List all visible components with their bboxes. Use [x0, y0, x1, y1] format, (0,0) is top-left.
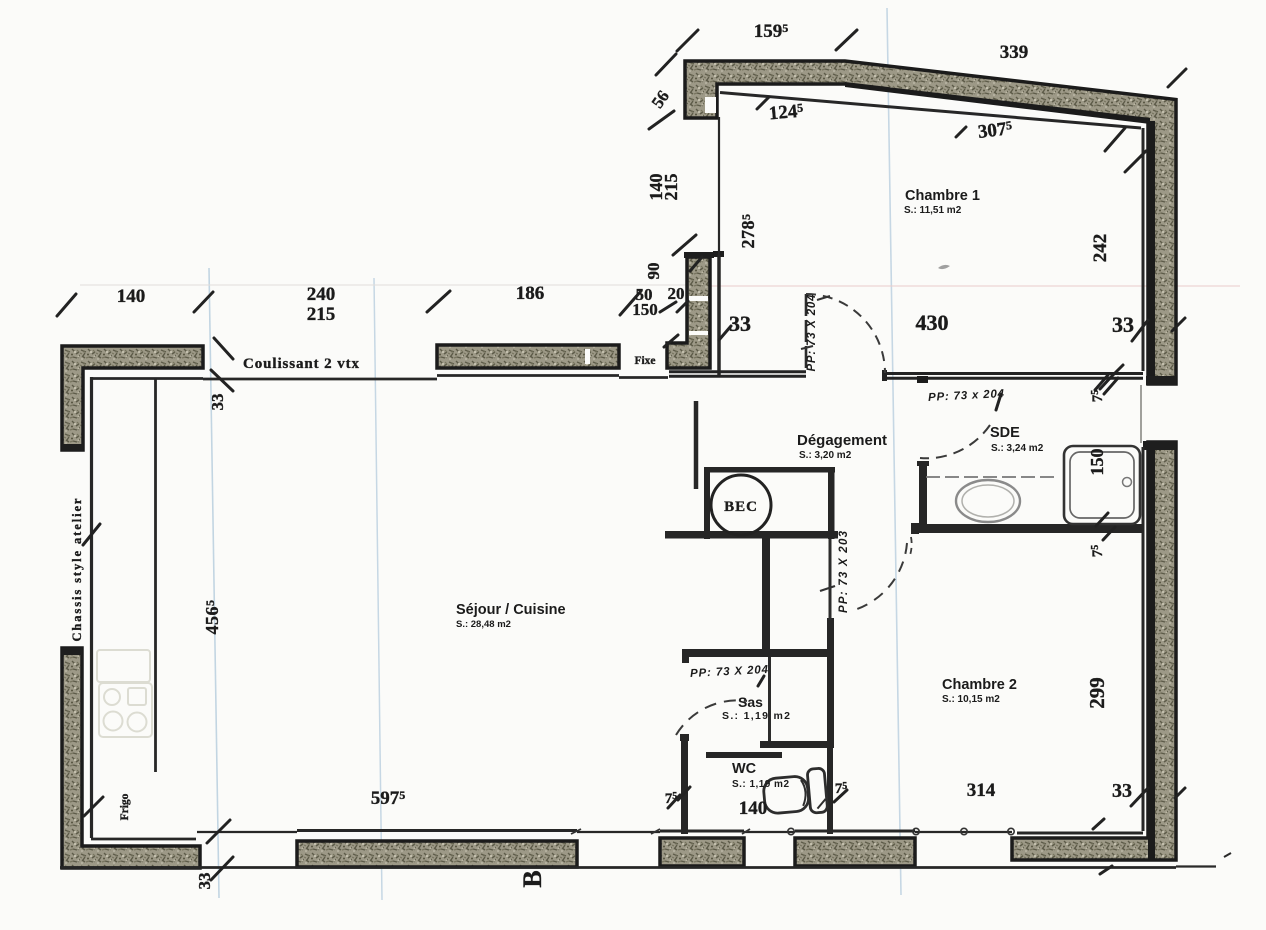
svg-text:S.: 10,15 m2: S.: 10,15 m2 [942, 694, 1000, 705]
svg-text:33: 33 [1112, 312, 1134, 337]
svg-text:S.: 1,19 m2: S.: 1,19 m2 [732, 779, 789, 790]
svg-text:BEC: BEC [724, 499, 758, 515]
svg-text:PP: 73 x 204: PP: 73 x 204 [928, 388, 1005, 404]
svg-text:PP: 73 X 203: PP: 73 X 203 [838, 530, 850, 613]
svg-text:Chambre 2: Chambre 2 [942, 677, 1017, 693]
svg-text:215: 215 [661, 174, 681, 201]
svg-text:33: 33 [729, 311, 751, 336]
svg-text:242: 242 [1090, 234, 1111, 263]
svg-text:S.: 3,20 m2: S.: 3,20 m2 [799, 450, 852, 461]
svg-text:299: 299 [1085, 677, 1109, 709]
svg-text:339: 339 [1000, 42, 1029, 63]
svg-text:1245: 1245 [768, 101, 804, 125]
svg-text:140: 140 [739, 798, 768, 819]
svg-text:Séjour / Cuisine: Séjour / Cuisine [456, 602, 566, 618]
svg-text:WC: WC [732, 761, 757, 777]
svg-text:186: 186 [516, 283, 545, 304]
svg-text:PP: 73 X 204: PP: 73 X 204 [806, 294, 818, 372]
svg-text:Dégagement: Dégagement [797, 432, 887, 449]
svg-text:PP: 73 X 204: PP: 73 X 204 [690, 664, 769, 680]
svg-text:140: 140 [117, 286, 146, 307]
svg-text:Frigo: Frigo [119, 793, 131, 820]
svg-text:S.: 3,24 m2: S.: 3,24 m2 [991, 443, 1044, 454]
svg-text:B: B [518, 870, 547, 887]
svg-text:215: 215 [307, 304, 336, 325]
svg-text:33: 33 [195, 873, 214, 890]
svg-text:Chassis style atelier: Chassis style atelier [70, 498, 84, 641]
svg-text:Chambre 1: Chambre 1 [905, 188, 980, 204]
svg-text:50: 50 [636, 285, 653, 304]
svg-text:140: 140 [646, 174, 666, 201]
svg-text:S.: 28,48 m2: S.: 28,48 m2 [456, 619, 511, 630]
svg-text:2785: 2785 [738, 214, 758, 249]
svg-text:S.: 1,19 m2: S.: 1,19 m2 [722, 710, 790, 722]
svg-text:1595: 1595 [754, 21, 789, 42]
svg-text:150: 150 [1087, 449, 1107, 476]
svg-text:Sas: Sas [738, 694, 763, 710]
svg-text:33: 33 [1112, 780, 1132, 802]
svg-text:Fixe: Fixe [634, 355, 655, 367]
svg-text:20: 20 [668, 284, 685, 303]
svg-text:240: 240 [307, 284, 336, 305]
svg-text:SDE: SDE [990, 425, 1020, 441]
svg-text:Coulissant 2 vtx: Coulissant 2 vtx [243, 356, 360, 372]
svg-text:S.: 11,51 m2: S.: 11,51 m2 [904, 205, 962, 216]
svg-text:314: 314 [967, 780, 996, 801]
svg-text:5975: 5975 [371, 788, 406, 809]
svg-text:4565: 4565 [202, 600, 222, 635]
svg-text:430: 430 [916, 310, 949, 335]
svg-text:150: 150 [632, 300, 658, 319]
svg-text:90: 90 [644, 263, 663, 280]
svg-text:33: 33 [208, 394, 227, 411]
